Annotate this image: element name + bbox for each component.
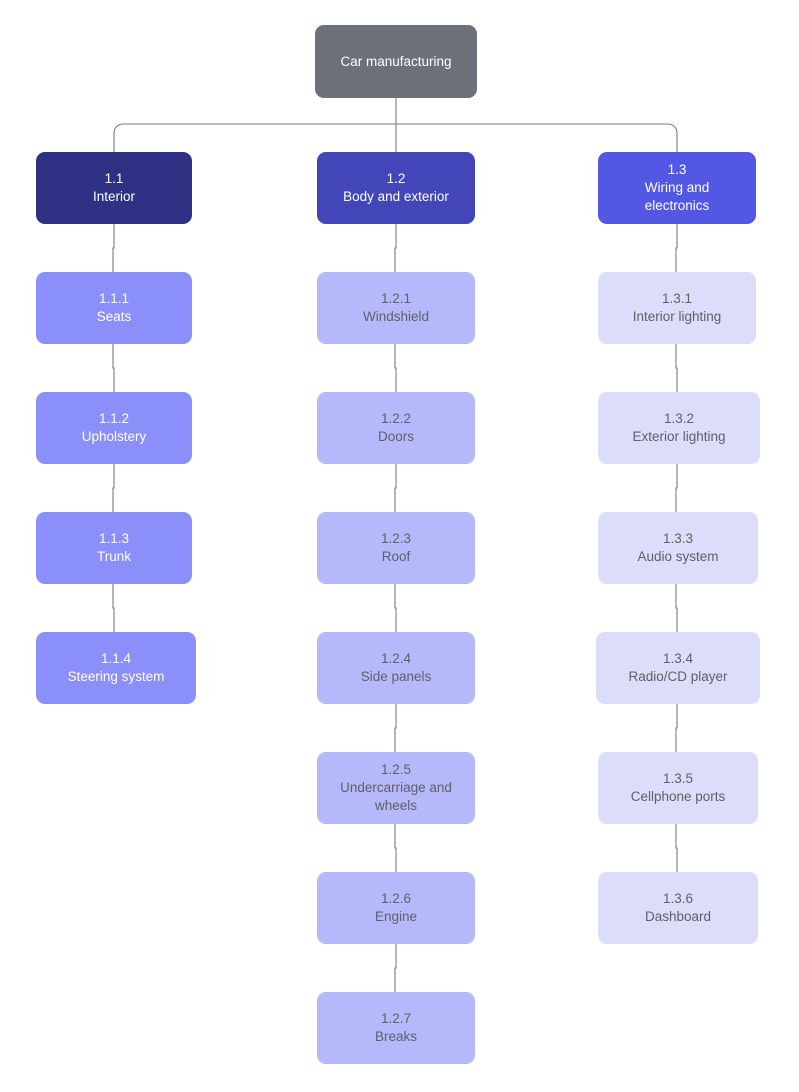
connector-1-3-4-to-1-3-5 (675, 704, 678, 752)
node-1-3-1-code: 1.3.1 (661, 291, 693, 307)
node-1-3-code: 1.3 (667, 162, 687, 178)
node-1-1-code: 1.1 (104, 171, 124, 187)
node-1-2-1-code: 1.2.1 (380, 291, 412, 307)
node-1-3-2-code: 1.3.2 (663, 411, 695, 427)
node-1-3-4-code: 1.3.4 (662, 651, 694, 667)
connector-1-3-5-to-1-3-6 (675, 824, 678, 872)
connector-1-2-4-to-1-2-5 (394, 704, 397, 752)
connector-1-2-to-1-2-1 (394, 224, 397, 272)
node-1-3-5-label: Cellphone ports (630, 789, 726, 804)
node-1-1-4-code: 1.1.4 (100, 651, 132, 667)
node-1-2-4[interactable]: 1.2.4 Side panels (317, 632, 475, 704)
node-1-2-7-code: 1.2.7 (380, 1011, 412, 1027)
node-1-2-1[interactable]: 1.2.1 Windshield (317, 272, 475, 344)
node-1-3-2-label: Exterior lighting (632, 429, 726, 444)
node-1-2-6[interactable]: 1.2.6 Engine (317, 872, 475, 944)
node-1-2-3-code: 1.2.3 (380, 531, 412, 547)
node-1-1-1-label: Seats (96, 309, 132, 324)
connector-bar-left (113, 123, 396, 152)
connector-1-2-1-to-1-2-2 (394, 344, 397, 392)
node-1-3-1[interactable]: 1.3.1 Interior lighting (598, 272, 756, 344)
connector-bar-right (396, 123, 678, 152)
node-1-1-label: Interior (92, 189, 136, 204)
node-1-3-6-code: 1.3.6 (662, 891, 694, 907)
node-1-2-2-code: 1.2.2 (380, 411, 412, 427)
node-1-2[interactable]: 1.2 Body and exterior (317, 152, 475, 224)
node-1-1-4[interactable]: 1.1.4 Steering system (36, 632, 196, 704)
node-1-1-4-label: Steering system (67, 669, 165, 684)
node-1-1-2[interactable]: 1.1.2 Upholstery (36, 392, 192, 464)
node-1-3-4-label: Radio/CD player (628, 669, 728, 684)
node-1-3[interactable]: 1.3 Wiring and electronics (598, 152, 756, 224)
connector-1-3-to-1-3-1 (675, 224, 678, 272)
node-1-3-label: Wiring and electronics (644, 180, 710, 213)
node-1-3-3-code: 1.3.3 (662, 531, 694, 547)
node-1-1-2-code: 1.1.2 (98, 411, 130, 427)
node-root-label: Car manufacturing (340, 53, 452, 69)
node-1-1[interactable]: 1.1 Interior (36, 152, 192, 224)
node-1-2-5[interactable]: 1.2.5 Undercarriage and wheels (317, 752, 475, 824)
node-1-3-5[interactable]: 1.3.5 Cellphone ports (598, 752, 758, 824)
node-1-2-6-label: Engine (374, 909, 418, 924)
node-1-1-3-code: 1.1.3 (98, 531, 130, 547)
node-1-3-6-label: Dashboard (644, 909, 712, 924)
node-1-2-4-code: 1.2.4 (380, 651, 412, 667)
node-1-3-5-code: 1.3.5 (662, 771, 694, 787)
connector-1-3-1-to-1-3-2 (675, 344, 678, 392)
connector-1-1-3-to-1-1-4 (112, 584, 115, 632)
node-1-2-2[interactable]: 1.2.2 Doors (317, 392, 475, 464)
connector-1-1-to-1-1-1 (112, 224, 115, 272)
connector-1-3-2-to-1-3-3 (675, 464, 678, 512)
node-1-2-5-code: 1.2.5 (380, 762, 412, 778)
node-1-2-7[interactable]: 1.2.7 Breaks (317, 992, 475, 1064)
node-1-3-4[interactable]: 1.3.4 Radio/CD player (596, 632, 760, 704)
node-root[interactable]: Car manufacturing (315, 25, 477, 98)
connector-1-1-1-to-1-1-2 (112, 344, 115, 392)
node-1-2-4-label: Side panels (360, 669, 432, 684)
connector-1-3-3-to-1-3-4 (675, 584, 678, 632)
node-1-1-1-code: 1.1.1 (98, 291, 130, 307)
node-1-2-7-label: Breaks (374, 1029, 418, 1044)
node-1-1-2-label: Upholstery (81, 429, 147, 444)
node-1-2-label: Body and exterior (343, 189, 449, 204)
node-1-3-6[interactable]: 1.3.6 Dashboard (598, 872, 758, 944)
node-1-3-2[interactable]: 1.3.2 Exterior lighting (598, 392, 760, 464)
node-1-3-3-label: Audio system (637, 549, 719, 564)
node-1-2-1-label: Windshield (362, 309, 430, 324)
node-1-1-3[interactable]: 1.1.3 Trunk (36, 512, 192, 584)
node-1-2-6-code: 1.2.6 (380, 891, 412, 907)
connector-1-2-2-to-1-2-3 (394, 464, 397, 512)
node-1-2-2-label: Doors (377, 429, 414, 444)
node-1-3-3[interactable]: 1.3.3 Audio system (598, 512, 758, 584)
node-1-3-1-label: Interior lighting (632, 309, 722, 324)
node-1-2-3[interactable]: 1.2.3 Roof (317, 512, 475, 584)
connector-1-2-5-to-1-2-6 (394, 824, 397, 872)
node-1-2-code: 1.2 (386, 171, 406, 187)
connector-1-2-6-to-1-2-7 (394, 944, 397, 992)
node-1-2-5-label: Undercarriage and wheels (340, 780, 452, 813)
connector-1-2-3-to-1-2-4 (394, 584, 397, 632)
node-1-2-3-label: Roof (381, 549, 411, 564)
node-1-1-1[interactable]: 1.1.1 Seats (36, 272, 192, 344)
connector-1-1-2-to-1-1-3 (112, 464, 115, 512)
node-1-1-3-label: Trunk (96, 549, 131, 564)
